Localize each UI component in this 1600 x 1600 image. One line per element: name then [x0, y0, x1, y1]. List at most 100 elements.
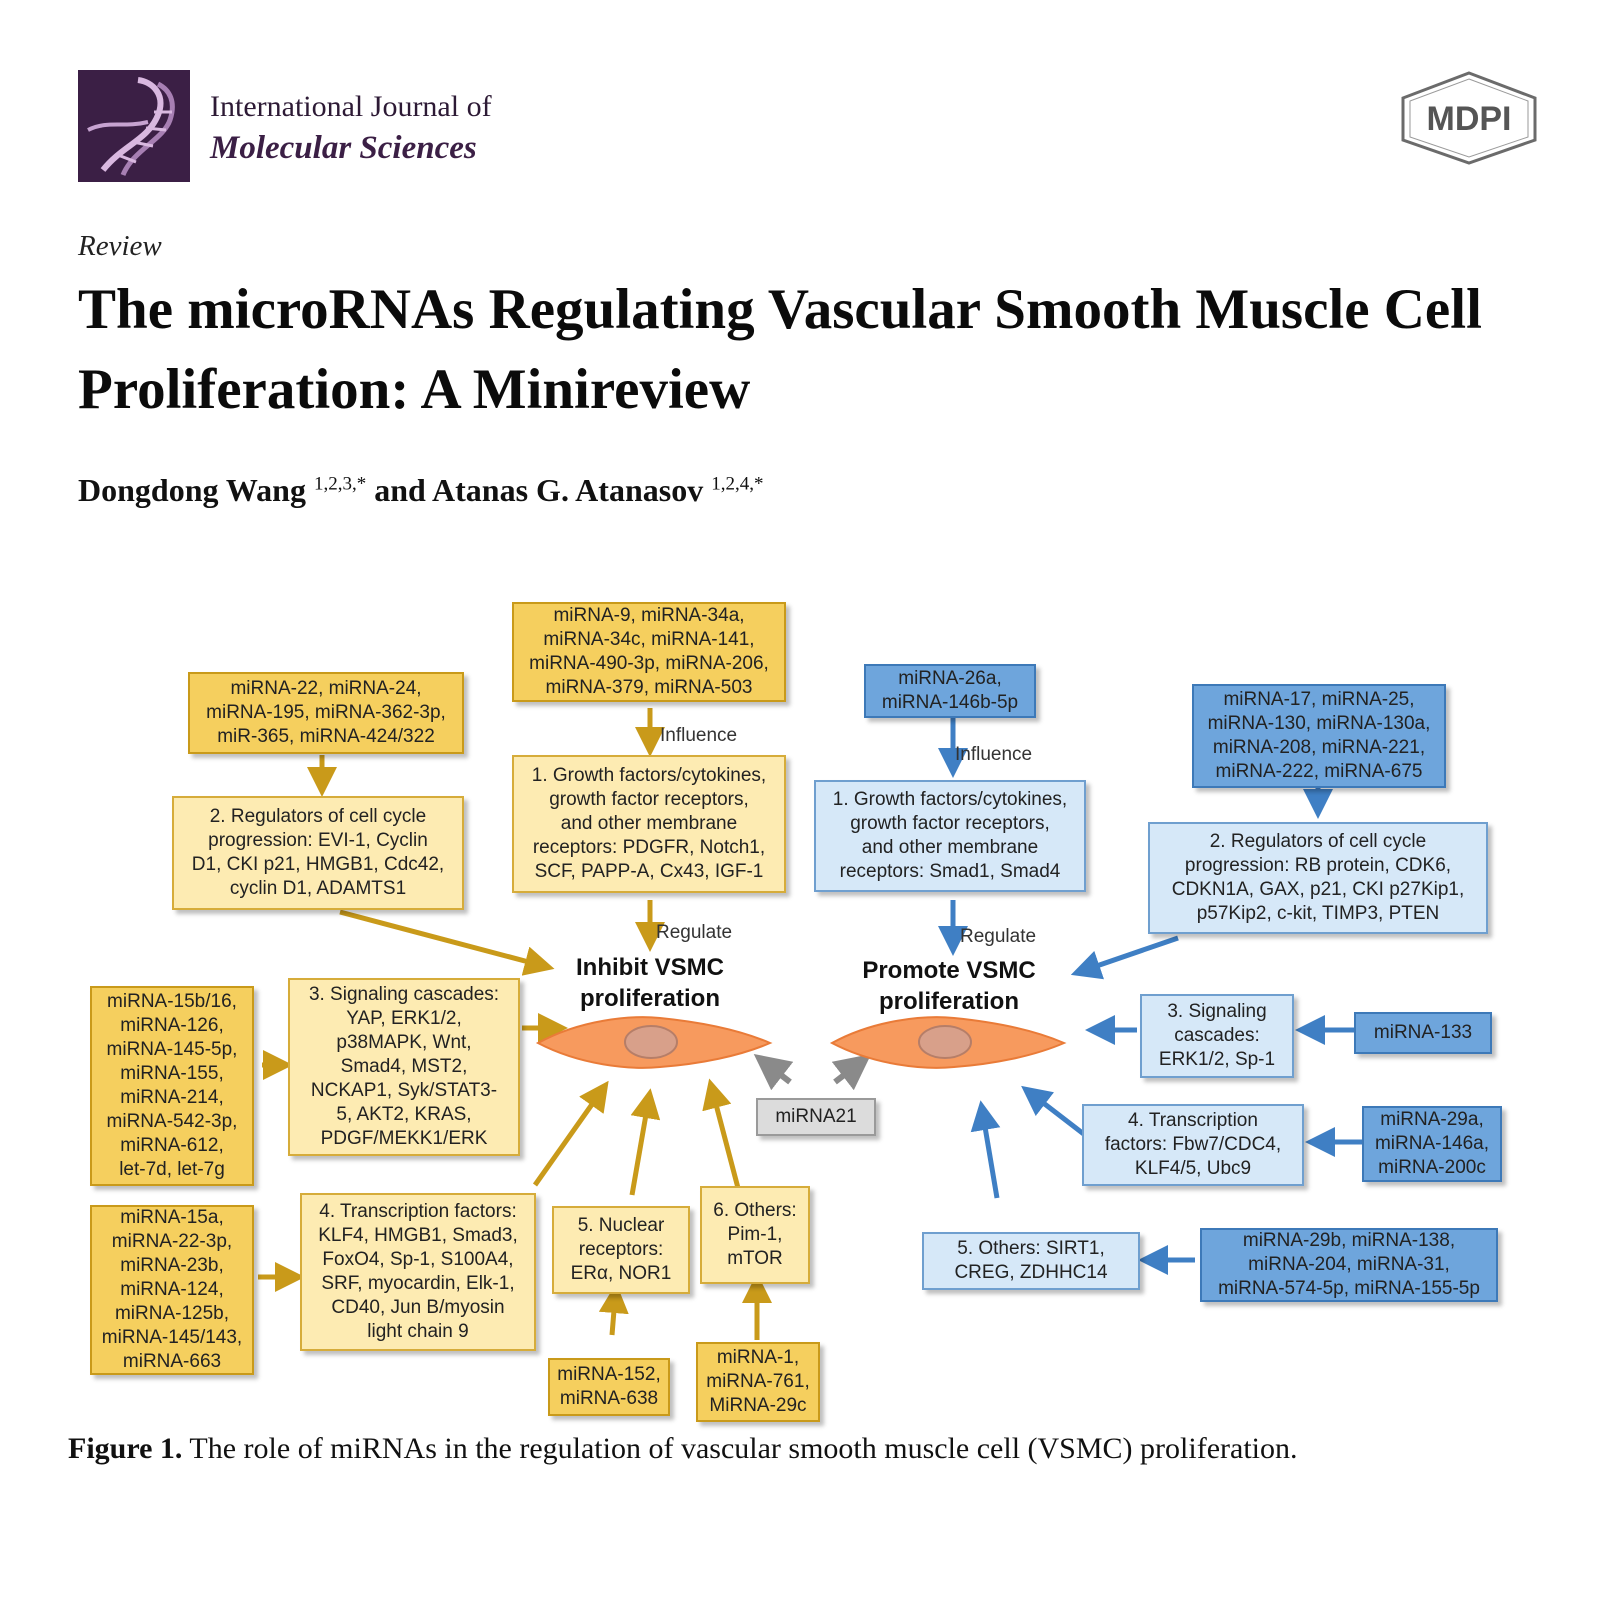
- box-text-line: miRNA-29a,: [1380, 1109, 1484, 1130]
- box-text-line: miRNA-22, miRNA-24,: [230, 678, 422, 699]
- box-text-line: miRNA-204, miRNA-31,: [1248, 1254, 1450, 1275]
- promote-label-line: Promote VSMC: [862, 957, 1036, 984]
- mirna21-box: miRNA21: [756, 1098, 876, 1136]
- figure-caption-text: The role of miRNAs in the regulation of …: [189, 1432, 1298, 1465]
- influence-label: Influence: [660, 725, 738, 746]
- box-text-line: NCKAP1, Syk/STAT3-: [310, 1080, 498, 1101]
- box-text-line: miRNA-29b, miRNA-138,: [1242, 1230, 1456, 1251]
- box-text-line: 5. Others: SIRT1,: [957, 1238, 1105, 1259]
- box-text-line: receptors: PDGFR, Notch1,: [532, 837, 766, 858]
- promote-cell-cycle-mirna-box: miRNA-17, miRNA-25, miRNA-130, miRNA-130a…: [1192, 684, 1446, 788]
- arrow: [532, 1080, 609, 1187]
- box-text-line: miRNA-9, miRNA-34a,: [553, 605, 745, 626]
- box-text-line: 4. Transcription factors:: [319, 1201, 517, 1222]
- box-text-line: 5, AKT2, KRAS,: [336, 1104, 472, 1125]
- figure-diagram: Inhibit VSMC proliferation Promote VSMC …: [0, 560, 1600, 1440]
- box-text-line: miRNA-130, miRNA-130a,: [1207, 713, 1431, 734]
- box-text: 3. Signaling cascades:YAP, ERK1/2,p38MAP…: [309, 983, 499, 1151]
- arrow: [831, 1053, 872, 1091]
- box-text-line: 1. Growth factors/cytokines,: [531, 765, 767, 786]
- inhibit-nuclear-mirna-box: miRNA-152,miRNA-638: [548, 1358, 670, 1416]
- box-text-line: miRNA-23b,: [120, 1255, 224, 1276]
- inhibit-growth-mirna-box: miRNA-9, miRNA-34a, miRNA-34c, miRNA-141,…: [512, 602, 786, 702]
- box-text-line: miRNA-542-3p,: [106, 1111, 238, 1132]
- inhibit-label: Inhibit VSMC proliferation: [552, 952, 748, 1014]
- journal-name-line2: Molecular Sciences: [210, 130, 477, 166]
- figure-arrows-layer: [258, 708, 1362, 1340]
- box-text-line: 1. Growth factors/cytokines,: [832, 789, 1068, 810]
- box-text-line: miRNA-638: [559, 1388, 659, 1409]
- box-text-line: miRNA-125b,: [114, 1303, 230, 1324]
- box-text-line: miRNA-222, miRNA-675: [1215, 761, 1423, 782]
- promote-tf-mirna-box: miRNA-29a,miRNA-146a,miRNA-200c: [1362, 1106, 1502, 1182]
- box-text-line: miRNA-34c, miRNA-141,: [543, 629, 755, 650]
- box-text-line: SCF, PAPP-A, Cx43, IGF-1: [534, 861, 764, 882]
- arrow: [629, 1088, 661, 1196]
- journal-logo: [78, 70, 190, 182]
- box-text-line: 3. Signaling: [1167, 1001, 1267, 1022]
- box-text: miRNA-1,miRNA-761,MiRNA-29c: [706, 1346, 809, 1418]
- box-text-line: 2. Regulators of cell cycle: [209, 806, 427, 827]
- box-text-line: miRNA-145/143,: [101, 1327, 243, 1348]
- box-text-line: cascades:: [1174, 1025, 1260, 1046]
- journal-name-line1: International Journal of: [210, 90, 492, 123]
- box-text-line: CD40, Jun B/myosin: [331, 1297, 505, 1318]
- box-text-line: p38MAPK, Wnt,: [336, 1032, 472, 1053]
- arrow: [970, 1100, 1001, 1199]
- box-text-line: 2. Regulators of cell cycle: [1209, 831, 1427, 852]
- author-affiliation: 1,2,3,*: [313, 473, 367, 495]
- box-text-line: growth factor receptors,: [850, 813, 1050, 834]
- box-text: 6. Others:Pim-1,mTOR: [713, 1199, 796, 1271]
- box-text-line: SRF, myocardin, Elk-1,: [321, 1273, 515, 1294]
- inhibit-others-mirna-box: miRNA-1,miRNA-761,MiRNA-29c: [696, 1342, 820, 1422]
- box-text-line: let-7d, let-7g: [119, 1159, 225, 1180]
- inhibit-label-line: proliferation: [579, 985, 720, 1012]
- inhibit-growth-factors-box: 1. Growth factors/cytokines,growth facto…: [512, 755, 786, 893]
- regulate-label: Regulate: [960, 926, 1037, 947]
- box-text-line: factors: Fbw7/CDC4,: [1104, 1134, 1282, 1155]
- box-text-line: MiRNA-29c: [709, 1395, 807, 1416]
- arrow: [598, 1283, 629, 1336]
- box-text: miRNA-22, miRNA-24, miRNA-195, miRNA-362-…: [206, 677, 446, 749]
- promote-others-box: 5. Others: SIRT1,CREG, ZDHHC14: [922, 1232, 1140, 1290]
- article-title: The microRNAs Regulating Vascular Smooth…: [78, 278, 1482, 421]
- box-text-line: miRNA-761,: [706, 1371, 810, 1392]
- box-text-line: ERK1/2, Sp-1: [1158, 1049, 1276, 1070]
- box-text-line: p57Kip2, c-kit, TIMP3, PTEN: [1196, 903, 1440, 924]
- promote-growth-factors-box: 1. Growth factors/cytokines, growth facto…: [814, 780, 1086, 892]
- box-text: miRNA-9, miRNA-34a, miRNA-34c, miRNA-141,…: [529, 604, 769, 700]
- box-text-line: 6. Others:: [713, 1200, 797, 1221]
- box-text-line: miRNA-15b/16,: [107, 991, 237, 1012]
- box-text-line: miRNA-155,: [120, 1063, 224, 1084]
- promote-others-mirna-box: miRNA-29b, miRNA-138, miRNA-204, miRNA-31…: [1200, 1228, 1498, 1302]
- vsmc-cell-promote: [829, 1016, 1067, 1069]
- arrow: [1070, 935, 1179, 980]
- arrow: [1021, 1085, 1087, 1137]
- box-text-line: light chain 9: [367, 1321, 469, 1342]
- box-text-line: CDKN1A, GAX, p21, CKI p27Kip1,: [1171, 879, 1465, 900]
- box-text-line: miRNA-195, miRNA-362-3p,: [206, 702, 446, 723]
- author-name: Dongdong Wang: [78, 472, 306, 508]
- box-text-line: miRNA-17, miRNA-25,: [1223, 689, 1415, 710]
- box-text: 5. Others: SIRT1,CREG, ZDHHC14: [954, 1237, 1107, 1285]
- publisher-logo: MDPI: [1398, 70, 1540, 166]
- box-text: miRNA-15b/16,miRNA-126,miRNA-145-5p,miRN…: [107, 990, 238, 1182]
- promote-signaling-box: 3. Signaling cascades: ERK1/2, Sp-1: [1140, 994, 1294, 1078]
- figure-caption: Figure 1. The role of miRNAs in the regu…: [68, 1432, 1298, 1466]
- author-list: Dongdong Wang 1,2,3,* and Atanas G. Atan…: [78, 472, 763, 509]
- publisher-name: MDPI: [1427, 100, 1512, 138]
- inhibit-signaling-box: 3. Signaling cascades:YAP, ERK1/2,p38MAP…: [288, 978, 520, 1156]
- box-text: 1. Growth factors/cytokines, growth facto…: [833, 788, 1067, 884]
- box-text-line: mTOR: [727, 1248, 783, 1269]
- author-name: Atanas G. Atanasov: [432, 472, 704, 508]
- box-text-line: D1, CKI p21, HMGB1, Cdc42,: [191, 854, 445, 875]
- inhibit-tf-mirna-box: miRNA-15a,miRNA-22-3p,miRNA-23b,miRNA-12…: [90, 1205, 254, 1375]
- box-text-line: miRNA-26a,: [898, 668, 1002, 689]
- box-text-line: miRNA-214,: [120, 1087, 224, 1108]
- dna-helix-icon: [87, 77, 175, 177]
